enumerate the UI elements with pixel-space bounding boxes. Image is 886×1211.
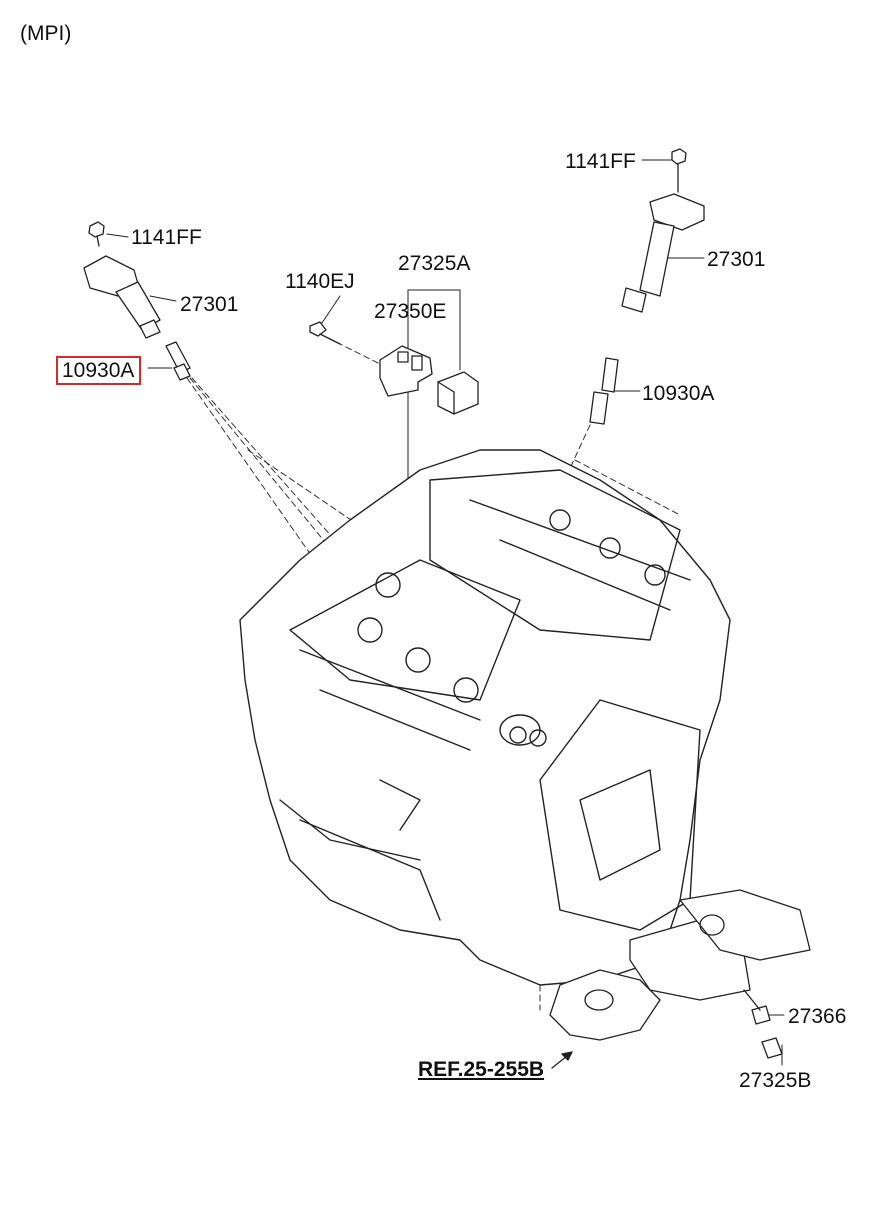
bracket-sensor-assembly [309,321,479,415]
reference-link[interactable]: REF.25-255B [418,1058,545,1081]
part-label-bracket[interactable]: 27350E [374,300,447,323]
part-label-bolt-right[interactable]: 1141FF [565,150,636,173]
engine-block [239,449,731,986]
right-ignition-coil-assembly [589,148,705,425]
part-label-coil-right[interactable]: 27301 [707,248,766,271]
left-ignition-coil-assembly [83,221,191,381]
coolant-housing [549,889,811,1059]
part-label-bolt-left[interactable]: 1141FF [131,226,202,249]
variant-label: (MPI) [20,22,72,45]
part-label-sensor-lower[interactable]: 27325B [739,1069,812,1092]
part-label-coil-left[interactable]: 27301 [180,293,239,316]
ref-arrow [551,1051,573,1069]
part-label-plug-left-highlighted[interactable]: 10930A [56,356,142,385]
part-label-sensor-group[interactable]: 27325A [398,252,471,275]
part-label-clip[interactable]: 27366 [788,1005,847,1028]
part-label-plug-right[interactable]: 10930A [642,382,715,405]
part-label-bolt-bracket[interactable]: 1140EJ [285,270,355,293]
